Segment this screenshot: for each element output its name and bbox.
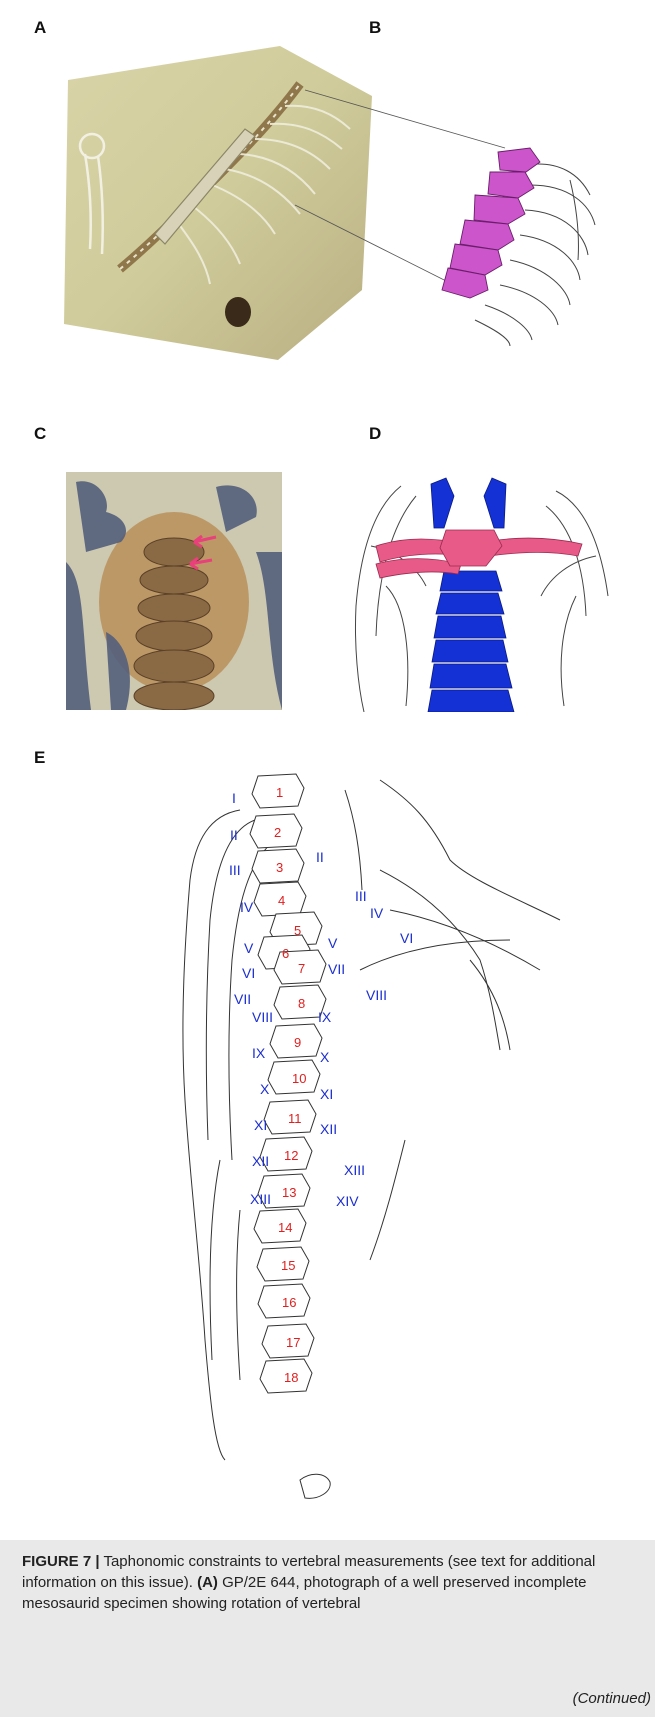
vertebra-number-label: 18 [284, 1370, 298, 1385]
right-rib-numeral: IX [318, 1009, 332, 1025]
right-rib-numeral: XIV [336, 1193, 359, 1209]
right-rib-numeral: III [355, 888, 367, 904]
vertebra-number-label: 13 [282, 1185, 296, 1200]
left-rib-numeral: V [244, 940, 254, 956]
left-rib-numeral: XIII [250, 1191, 271, 1207]
vertebra-number-label: 10 [292, 1071, 306, 1086]
left-rib-numeral: IV [240, 899, 254, 915]
left-rib-numeral: X [260, 1081, 270, 1097]
right-rib-numeral: VII [328, 961, 345, 977]
vertebra-number-label: 11 [288, 1111, 302, 1126]
vertebra-number-label: 7 [298, 961, 305, 976]
left-rib-numeral: XI [254, 1117, 267, 1133]
caption-label: FIGURE 7 | [22, 1553, 100, 1570]
vertebra-number-label: 6 [282, 946, 289, 961]
vertebra-number-label: 4 [278, 893, 285, 908]
left-rib-numeral: III [229, 862, 241, 878]
vertebrae-drawing-b [430, 140, 630, 350]
vertebra-number-label: 16 [282, 1295, 296, 1310]
right-rib-numeral: V [328, 935, 338, 951]
right-rib-numeral: VIII [366, 987, 387, 1003]
left-rib-numeral: II [230, 827, 238, 843]
vertebra-number-label: 15 [281, 1258, 295, 1273]
vertebra-number-label: 3 [276, 860, 283, 875]
left-rib-numeral: I [232, 790, 236, 806]
right-rib-numeral: VI [400, 930, 413, 946]
labeled-skeleton-e: 123456789101112131415161718IIIIIIIVVVIVI… [0, 760, 655, 1540]
vertebra-number-label: 1 [276, 785, 283, 800]
caption-continued: (Continued) [573, 1690, 651, 1707]
right-rib-numeral: II [316, 849, 324, 865]
right-rib-numeral: XI [320, 1086, 333, 1102]
panel-label-c: C [34, 424, 46, 444]
caption-ref-a: (A) [197, 1574, 218, 1591]
right-rib-numeral: X [320, 1049, 330, 1065]
vertebra-number-label: 9 [294, 1035, 301, 1050]
vertebra-number-label: 17 [286, 1335, 300, 1350]
vertebra-number-label: 14 [278, 1220, 292, 1235]
right-rib-numeral: XII [320, 1121, 337, 1137]
panel-label-d: D [369, 424, 381, 444]
left-rib-numeral: XII [252, 1153, 269, 1169]
vertebrae-drawing-d [346, 466, 620, 712]
left-rib-numeral: VI [242, 965, 255, 981]
right-rib-numeral: XIII [344, 1162, 365, 1178]
left-rib-numeral: VIII [252, 1009, 273, 1025]
fossil-photo-c [66, 472, 282, 710]
vertebra-number-label: 12 [284, 1148, 298, 1163]
left-rib-numeral: IX [252, 1045, 266, 1061]
vertebra-number-label: 2 [274, 825, 281, 840]
right-rib-numeral: IV [370, 905, 384, 921]
vertebra-number-label: 8 [298, 996, 305, 1011]
vertebra-number-label: 5 [294, 923, 301, 938]
left-rib-numeral: VII [234, 991, 251, 1007]
figure-caption: FIGURE 7 | Taphonomic constraints to ver… [22, 1551, 647, 1614]
